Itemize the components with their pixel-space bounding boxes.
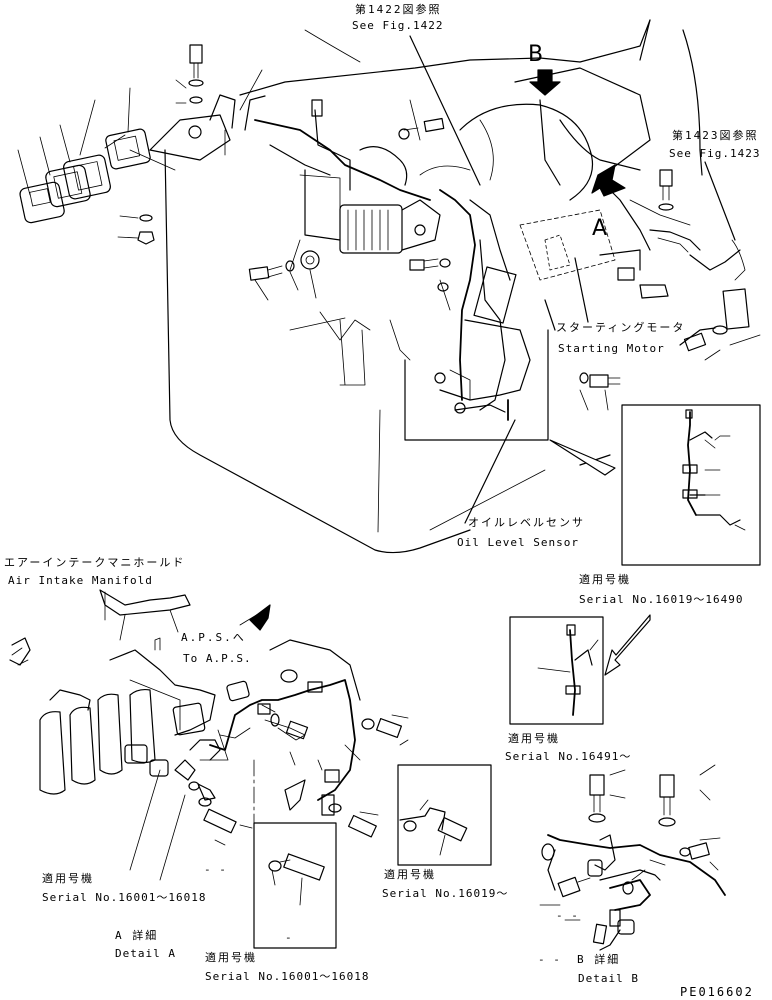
detail-a-drawing bbox=[9, 589, 409, 941]
oil-level-sensor-jp: オイルレベルセンサ bbox=[468, 516, 585, 529]
detail-b-drawing bbox=[539, 764, 726, 951]
air-intake-manifold-en: Air Intake Manifold bbox=[8, 574, 153, 587]
detail-a-jp: A 詳細 bbox=[115, 929, 159, 942]
serial-a3-jp: 適用号機 bbox=[205, 951, 257, 964]
air-intake-manifold-jp: エアーインテークマニホールド bbox=[4, 556, 186, 569]
serial-16491-jp: 適用号機 bbox=[508, 732, 560, 745]
see-fig-1423-en: See Fig.1423 bbox=[669, 147, 761, 160]
see-fig-1423-jp: 第1423図参照 bbox=[672, 129, 759, 142]
detail-a-right-box bbox=[397, 764, 492, 866]
engine-outline bbox=[164, 19, 703, 554]
harness-main bbox=[254, 99, 531, 414]
serial-a2-jp: 適用号機 bbox=[384, 868, 436, 881]
serial-16019-16490-jp: 適用号機 bbox=[579, 573, 631, 586]
serial-a3-en: Serial No.16001～16018 bbox=[205, 970, 370, 983]
dash-mark-3: - - bbox=[556, 909, 579, 922]
mid-bolts bbox=[248, 99, 621, 421]
view-arrows bbox=[529, 69, 626, 197]
see-fig-1422-en: See Fig.1422 bbox=[352, 19, 444, 32]
see-fig-1422-jp: 第1422図参照 bbox=[355, 3, 442, 16]
cover-gaskets-stack bbox=[17, 44, 266, 245]
dash-mark-1: - - bbox=[204, 863, 227, 876]
detail-a-en: Detail A bbox=[115, 947, 176, 960]
to-aps-en: To A.P.S. bbox=[183, 652, 252, 665]
view-b-marker: B bbox=[528, 42, 544, 67]
dash-mark-4: - bbox=[285, 931, 293, 944]
detail-b-jp: B 詳細 bbox=[577, 953, 621, 966]
serial-16019-16490-en: Serial No.16019～16490 bbox=[579, 593, 744, 606]
starting-motor-en: Starting Motor bbox=[558, 342, 665, 355]
leader-lines bbox=[404, 35, 736, 524]
to-aps-jp: A.P.S.へ bbox=[181, 631, 246, 644]
oil-level-sensor-en: Oil Level Sensor bbox=[457, 536, 579, 549]
turbo-and-starter bbox=[459, 67, 691, 281]
serial-a1-jp: 適用号機 bbox=[42, 872, 94, 885]
drawing-code: PE016602 bbox=[680, 985, 754, 999]
detail-box-16491 bbox=[509, 614, 651, 725]
serial-16491-en: Serial No.16491～ bbox=[505, 750, 632, 763]
detail-b-en: Detail B bbox=[578, 972, 639, 985]
serial-a2-en: Serial No.16019～ bbox=[382, 887, 509, 900]
right-bolts bbox=[599, 169, 761, 361]
detail-box-16019-16490 bbox=[621, 404, 761, 566]
dash-mark-2: - - bbox=[538, 953, 561, 966]
starting-motor-jp: スターティングモータ bbox=[556, 321, 686, 334]
view-a-marker: A bbox=[592, 216, 608, 241]
serial-a1-en: Serial No.16001～16018 bbox=[42, 891, 207, 904]
detail-a-bottom-box bbox=[253, 822, 337, 949]
